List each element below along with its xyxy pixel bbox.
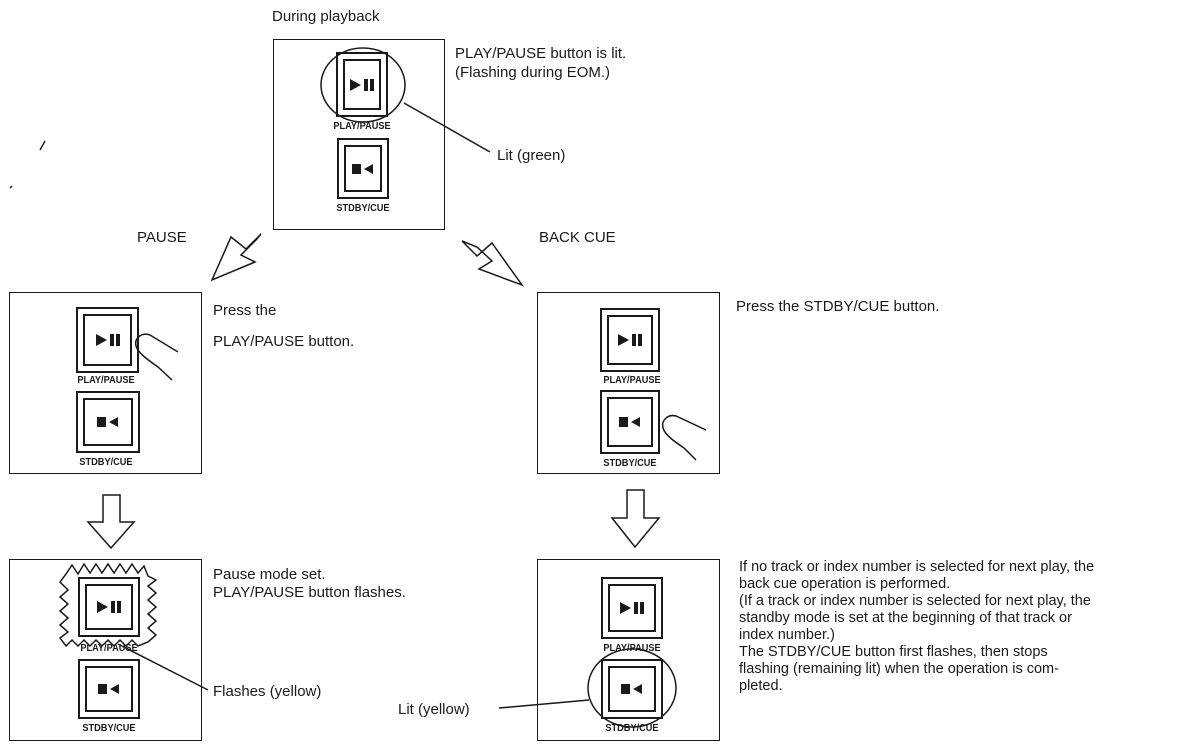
label-stdby-cue-top: STDBY/CUE	[336, 203, 390, 214]
highlight-oval-top	[320, 47, 406, 123]
callout-lit-green: Lit (green)	[497, 147, 566, 164]
description-line: If no track or index number is selected …	[739, 559, 1095, 575]
right-press-text: Press the STDBY/CUE button.	[736, 298, 940, 315]
stdby-cue-button-right-press[interactable]	[600, 390, 660, 454]
pressing-finger-icon	[661, 414, 707, 461]
left-press-line-1: Press the	[213, 302, 277, 319]
stray-mark	[9, 185, 13, 189]
stop-cue-icon	[352, 163, 373, 174]
left-result-line-2: PLAY/PAUSE button flashes.	[213, 584, 406, 601]
branch-label-back-cue: BACK CUE	[539, 229, 616, 246]
label-play-pause-left-result: PLAY/PAUSE	[80, 643, 138, 654]
play-pause-icon	[350, 78, 374, 91]
play-pause-button-left-press[interactable]	[76, 307, 139, 373]
play-pause-icon	[95, 334, 120, 346]
description-line: index number.)	[739, 627, 835, 643]
leader-line-lit-green	[403, 102, 491, 153]
label-stdby-cue-right-press: STDBY/CUE	[603, 458, 657, 469]
label-stdby-cue-right-result: STDBY/CUE	[605, 723, 659, 734]
top-desc-line-1: PLAY/PAUSE button is lit.	[455, 45, 627, 62]
description-line: pleted.	[739, 678, 783, 694]
hollow-arrow-down-icon	[86, 494, 136, 550]
label-play-pause-left-press: PLAY/PAUSE	[77, 375, 135, 386]
play-pause-button-right-result[interactable]	[601, 577, 663, 639]
description-line: back cue operation is performed.	[739, 576, 951, 592]
label-play-pause-right-press: PLAY/PAUSE	[603, 375, 661, 386]
play-pause-button-left-result[interactable]	[78, 577, 140, 637]
description-line: standby mode is set at the beginning of …	[739, 610, 1072, 626]
left-result-line-1: Pause mode set.	[213, 566, 326, 583]
stdby-cue-button-left-result[interactable]	[78, 659, 140, 719]
label-play-pause-top: PLAY/PAUSE	[333, 121, 391, 132]
play-pause-button-right-press[interactable]	[600, 308, 660, 372]
description-line: (If a track or index number is selected …	[739, 593, 1091, 609]
description-line: The STDBY/CUE button first flashes, then…	[739, 644, 1048, 660]
play-pause-button-top[interactable]	[336, 52, 388, 117]
stop-cue-icon	[621, 684, 642, 694]
pressing-finger-icon	[134, 333, 179, 381]
left-press-line-2: PLAY/PAUSE button.	[213, 333, 355, 350]
leader-line-flashes-yellow	[117, 643, 209, 691]
flash-burst-icon	[58, 562, 158, 648]
stdby-cue-button-right-result[interactable]	[601, 659, 663, 719]
stray-mark	[39, 140, 46, 151]
label-stdby-cue-left-result: STDBY/CUE	[82, 723, 136, 734]
hollow-arrow-down-icon	[610, 489, 661, 549]
stdby-cue-button-top[interactable]	[337, 138, 389, 199]
hollow-arrow-diagonal-icon	[210, 233, 262, 282]
play-pause-icon	[618, 334, 642, 346]
label-stdby-cue-left-press: STDBY/CUE	[79, 457, 133, 468]
leader-line-lit-yellow	[498, 699, 590, 709]
stdby-cue-button-left-press[interactable]	[76, 391, 140, 453]
stop-cue-icon	[619, 417, 640, 427]
branch-label-pause: PAUSE	[137, 229, 187, 246]
heading-during-playback: During playback	[272, 8, 380, 25]
stop-cue-icon	[98, 684, 119, 694]
description-line: flashing (remaining lit) when the operat…	[739, 661, 1059, 677]
play-pause-icon	[620, 602, 644, 614]
play-pause-icon	[97, 601, 121, 613]
back-cue-result-description: If no track or index number is selected …	[739, 559, 1199, 695]
callout-lit-yellow: Lit (yellow)	[398, 701, 470, 718]
highlight-oval-right-result	[587, 648, 677, 728]
callout-flashes-yellow: Flashes (yellow)	[213, 683, 322, 700]
top-desc-line-2: (Flashing during EOM.)	[455, 64, 611, 81]
hollow-arrow-diagonal-icon	[461, 240, 525, 287]
stop-cue-icon	[97, 417, 118, 427]
